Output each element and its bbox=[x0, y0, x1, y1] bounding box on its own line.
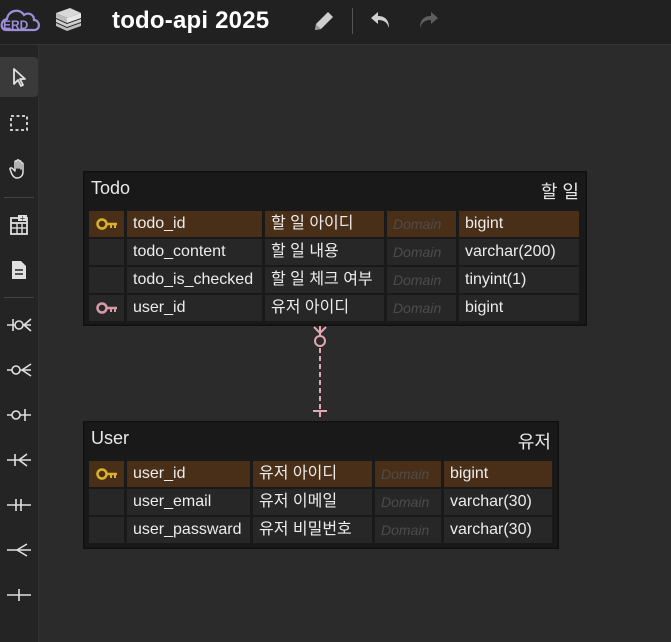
book-icon[interactable] bbox=[52, 5, 84, 38]
key-cell bbox=[89, 267, 124, 293]
column-name[interactable]: user_id bbox=[127, 295, 262, 321]
column-name[interactable]: todo_content bbox=[127, 239, 262, 265]
pk-key-icon bbox=[89, 211, 124, 237]
fk-key-icon bbox=[89, 295, 124, 321]
column-comment[interactable]: 유저 아이디 bbox=[253, 461, 372, 487]
top-bar: ERD todo-api 2025 bbox=[0, 0, 671, 45]
zero-or-one-tool[interactable] bbox=[0, 395, 38, 435]
one-many-icon bbox=[7, 453, 31, 467]
erd-logo[interactable]: ERD bbox=[0, 4, 42, 38]
memo-tool[interactable] bbox=[0, 250, 38, 290]
column-type[interactable]: varchar(30) bbox=[444, 489, 552, 515]
memo-icon bbox=[12, 261, 26, 279]
many-tool[interactable] bbox=[0, 530, 38, 570]
column-domain[interactable]: Domain bbox=[375, 517, 441, 543]
key-cell bbox=[89, 517, 124, 543]
table-comment[interactable]: 할 일 bbox=[540, 182, 579, 202]
table-todo[interactable]: Todo 할 일 todo_id 할 일 아이디 Domain bigint t… bbox=[84, 172, 586, 325]
table-name[interactable]: User bbox=[91, 428, 130, 448]
pencil-icon[interactable] bbox=[311, 8, 337, 39]
column-domain[interactable]: Domain bbox=[387, 239, 456, 265]
column-comment[interactable]: 유저 비밀번호 bbox=[253, 517, 372, 543]
one-only-icon bbox=[7, 499, 31, 511]
zero-or-one-many-tool[interactable] bbox=[0, 350, 38, 390]
region-select-tool[interactable] bbox=[0, 103, 38, 143]
select-tool[interactable] bbox=[0, 57, 38, 97]
column-comment[interactable]: 할 일 체크 여부 bbox=[265, 267, 384, 293]
one-or-many-tool[interactable] bbox=[0, 440, 38, 480]
column-comment[interactable]: 유저 이메일 bbox=[253, 489, 372, 515]
svg-text:+: + bbox=[20, 215, 26, 223]
table-user[interactable]: User 유저 user_id 유저 아이디 Domain bigint use… bbox=[84, 422, 558, 548]
column-name[interactable]: todo_is_checked bbox=[127, 267, 262, 293]
column-domain[interactable]: Domain bbox=[387, 295, 456, 321]
zero-or-many-tool[interactable] bbox=[0, 305, 38, 345]
table-tool[interactable]: + bbox=[0, 205, 38, 245]
column-type[interactable]: varchar(30) bbox=[444, 517, 552, 543]
column-domain[interactable]: Domain bbox=[387, 211, 456, 237]
column-comment[interactable]: 할 일 내용 bbox=[265, 239, 384, 265]
toolbar-divider bbox=[4, 197, 34, 198]
column-name[interactable]: user_id bbox=[127, 461, 250, 487]
column-domain[interactable]: Domain bbox=[375, 461, 441, 487]
table-comment[interactable]: 유저 bbox=[517, 432, 551, 452]
zero-many-icon bbox=[7, 363, 32, 377]
pk-key-icon bbox=[89, 461, 124, 487]
column-type[interactable]: bigint bbox=[459, 211, 579, 237]
dashed-rect-icon bbox=[10, 115, 28, 131]
project-title[interactable]: todo-api 2025 bbox=[112, 7, 270, 34]
toolbar-separator bbox=[352, 8, 353, 34]
pointer-icon bbox=[13, 68, 26, 87]
zero-or-many-icon bbox=[7, 318, 32, 332]
table-icon: + bbox=[10, 215, 28, 235]
table-header[interactable]: Todo 할 일 bbox=[85, 173, 585, 207]
redo-icon[interactable] bbox=[415, 7, 441, 38]
column-name[interactable]: user_passward bbox=[127, 517, 250, 543]
column-type[interactable]: bigint bbox=[444, 461, 552, 487]
column-comment[interactable]: 할 일 아이디 bbox=[265, 211, 384, 237]
one-icon bbox=[7, 589, 31, 601]
column-domain[interactable]: Domain bbox=[375, 489, 441, 515]
column-type[interactable]: tinyint(1) bbox=[459, 267, 579, 293]
one-only-tool[interactable] bbox=[0, 485, 38, 525]
table-header[interactable]: User 유저 bbox=[85, 423, 557, 457]
hand-tool[interactable] bbox=[0, 149, 38, 189]
column-type[interactable]: bigint bbox=[459, 295, 579, 321]
key-cell bbox=[89, 239, 124, 265]
column-type[interactable]: varchar(200) bbox=[459, 239, 579, 265]
toolbar-divider bbox=[4, 297, 34, 298]
one-tool[interactable] bbox=[0, 575, 38, 615]
logo-text: ERD bbox=[3, 18, 29, 32]
undo-icon[interactable] bbox=[368, 7, 394, 38]
hand-icon bbox=[9, 159, 24, 179]
left-toolbar: + bbox=[0, 45, 39, 642]
zero-one-icon bbox=[7, 409, 31, 421]
many-icon bbox=[7, 543, 31, 557]
key-cell bbox=[89, 489, 124, 515]
column-comment[interactable]: 유저 아이디 bbox=[265, 295, 384, 321]
column-name[interactable]: todo_id bbox=[127, 211, 262, 237]
table-name[interactable]: Todo bbox=[91, 178, 131, 198]
column-name[interactable]: user_email bbox=[127, 489, 250, 515]
column-domain[interactable]: Domain bbox=[387, 267, 456, 293]
